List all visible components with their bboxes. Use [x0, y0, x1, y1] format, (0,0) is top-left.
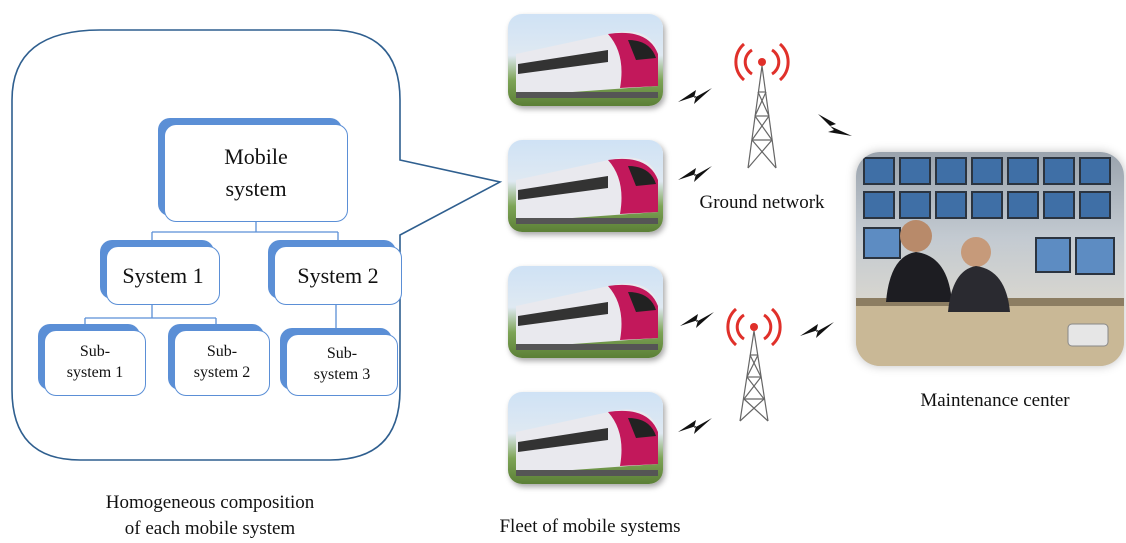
network-links [678, 42, 852, 434]
subsystem-2-label-line2: system 2 [193, 364, 251, 381]
system-1-box: System 1 [100, 240, 220, 305]
subsystem-1-label-line1: Sub- [79, 343, 111, 361]
subsystem-3-label-line1: Sub- [326, 345, 358, 363]
composition-caption-line2: of each mobile system [124, 517, 296, 539]
fleet-caption: Fleet of mobile systems [499, 516, 681, 537]
antenna-icon [726, 307, 782, 422]
antenna-icon [734, 42, 790, 169]
ground-network-caption: Ground network [699, 192, 825, 213]
train-image [508, 266, 663, 358]
subsystem-3-box: Sub- system 3 [280, 328, 398, 396]
composition-caption: Homogeneous composition of each mobile s… [60, 490, 360, 541]
maintenance-center-caption: Maintenance center [920, 390, 1070, 411]
system-1-label: System 1 [122, 262, 204, 288]
subsystem-2-box: Sub- system 2 [168, 324, 270, 396]
subsystem-1-box: Sub- system 1 [38, 324, 146, 396]
subsystem-1-label-line2: system 1 [66, 364, 124, 381]
train-image [508, 14, 663, 106]
train-image [508, 140, 663, 232]
system-2-label: System 2 [297, 262, 379, 288]
subsystem-3-label-line2: system 3 [313, 366, 371, 383]
subsystem-2-label-line1: Sub- [206, 343, 238, 361]
train-image [508, 392, 663, 484]
mobile-system-label-line1: Mobile [224, 144, 288, 170]
mobile-system-label-line2: system [225, 176, 287, 201]
maintenance-center-image [856, 152, 1124, 366]
composition-caption-line1: Homogeneous composition [105, 492, 315, 513]
mobile-system-box: Mobile system [158, 118, 348, 222]
lightning-icon [678, 88, 852, 434]
system-2-box: System 2 [268, 240, 402, 305]
